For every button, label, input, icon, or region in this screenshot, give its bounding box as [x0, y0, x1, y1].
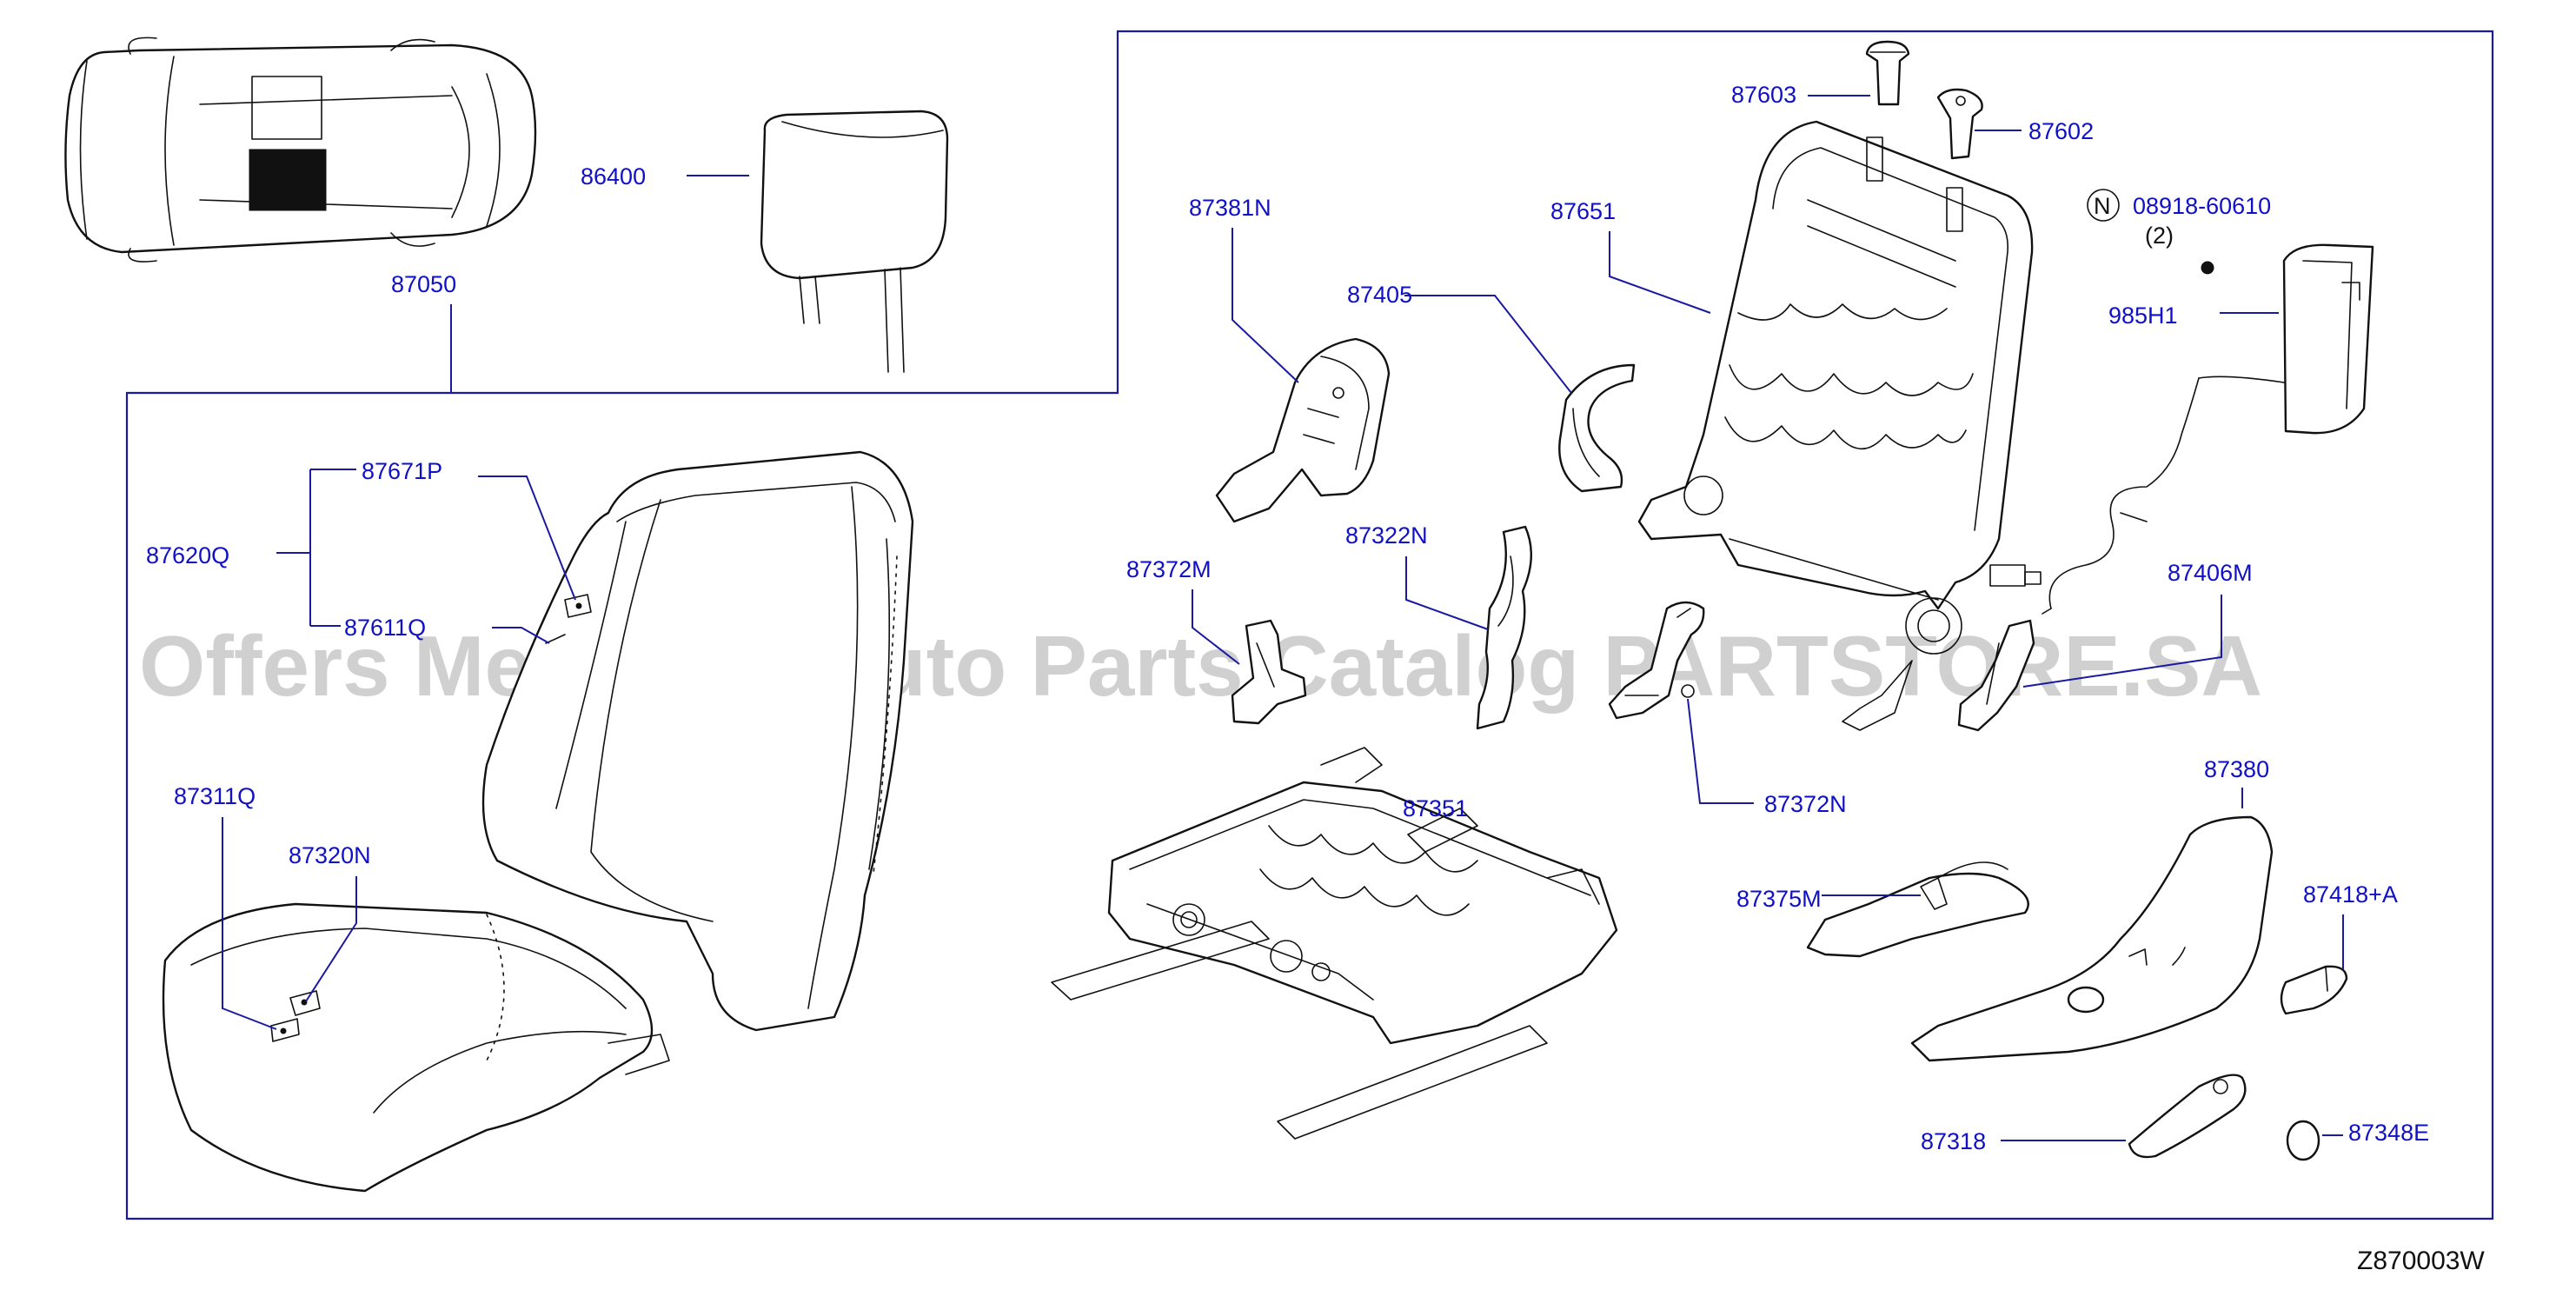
label-87375M: 87375M: [1736, 886, 1822, 912]
seat-back-cover: [481, 450, 914, 1032]
label-quantity: (2): [2145, 223, 2174, 249]
label-87372N: 87372N: [1764, 791, 1847, 817]
label-87050: 87050: [391, 271, 456, 297]
lever-87418A: [2280, 965, 2348, 1015]
nut-icon: [2201, 261, 2214, 275]
label-86400: 86400: [581, 163, 646, 190]
label-985H1: 985H1: [2108, 303, 2178, 329]
label-87602: 87602: [2028, 118, 2094, 144]
diagram-code: Z870003W: [2357, 1247, 2485, 1275]
bracket-87406M: [1957, 619, 2035, 732]
label-87406M: 87406M: [2168, 560, 2253, 586]
label-87651: 87651: [1550, 198, 1616, 224]
fastener-symbol-icon: [2087, 189, 2120, 222]
label-87348E: 87348E: [2348, 1120, 2429, 1146]
handle-87318: [2128, 1074, 2247, 1159]
label-87351: 87351: [1403, 795, 1468, 821]
label-87620Q: 87620Q: [146, 542, 229, 569]
seat-back-frame-87651: [1637, 120, 2034, 731]
headrest-86400: [760, 110, 949, 373]
label-87380: 87380: [2204, 756, 2269, 782]
label-87611Q: 87611Q: [344, 615, 426, 641]
side-cover-87380: [1910, 815, 2274, 1062]
label-08918-60610: 08918-60610: [2133, 193, 2271, 219]
label-87372M: 87372M: [1126, 556, 1212, 582]
seat-cushion-frame-87351: [1051, 747, 1618, 1140]
assembly-frame: [125, 30, 2494, 1220]
label-87418A: 87418+A: [2303, 881, 2398, 908]
watermark-text: Offers Merchant Auto Parts Catalog PARTS…: [139, 618, 2262, 714]
guide-87603: [1865, 40, 1910, 106]
trim-87405: [1558, 363, 1636, 493]
seat-cushion-cover: [162, 902, 670, 1193]
vehicle-locator-icon: [64, 37, 537, 263]
label-87671P: 87671P: [362, 458, 442, 484]
label-87320N: 87320N: [289, 842, 371, 868]
trim-87381N: [1215, 337, 1391, 523]
label-87322N: 87322N: [1345, 522, 1428, 549]
trim-87322N: [1476, 525, 1533, 730]
airbag-985H1: [1989, 243, 2374, 615]
label-87311Q: 87311Q: [174, 783, 256, 809]
label-87381N: 87381N: [1189, 195, 1271, 221]
trim-87375M: [1806, 861, 2029, 958]
label-87405: 87405: [1347, 282, 1412, 308]
bracket-87372M: [1231, 619, 1307, 725]
guide-87602: [1936, 88, 1983, 160]
bracket-87372N: [1608, 601, 1705, 720]
label-87318: 87318: [1921, 1128, 1986, 1154]
cap-87348E: [2286, 1120, 2320, 1161]
fastener-symbol: N: [2094, 193, 2111, 219]
label-87603: 87603: [1731, 82, 1796, 108]
